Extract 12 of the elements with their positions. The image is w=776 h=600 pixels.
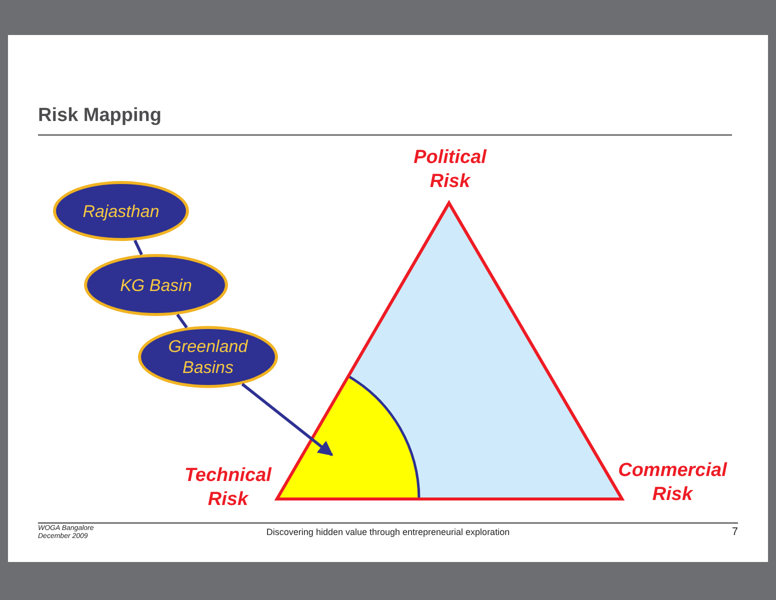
page-number: 7 [730,526,738,538]
connector-line [176,314,188,328]
footer-tagline: Discovering hidden value through entrepreneurial exploration [265,527,511,537]
slide-title: Risk Mapping [38,105,162,127]
connector-line [134,240,143,256]
corner-label: Technical Risk [184,464,273,512]
arrow [241,382,334,456]
corner-label: Commercial Risk [617,459,728,507]
region-name: Rajasthan [82,200,160,222]
corner-label: Political Risk [412,146,488,194]
region-name: Greenland Basins [167,336,250,378]
region-name: KG Basin [120,274,192,296]
